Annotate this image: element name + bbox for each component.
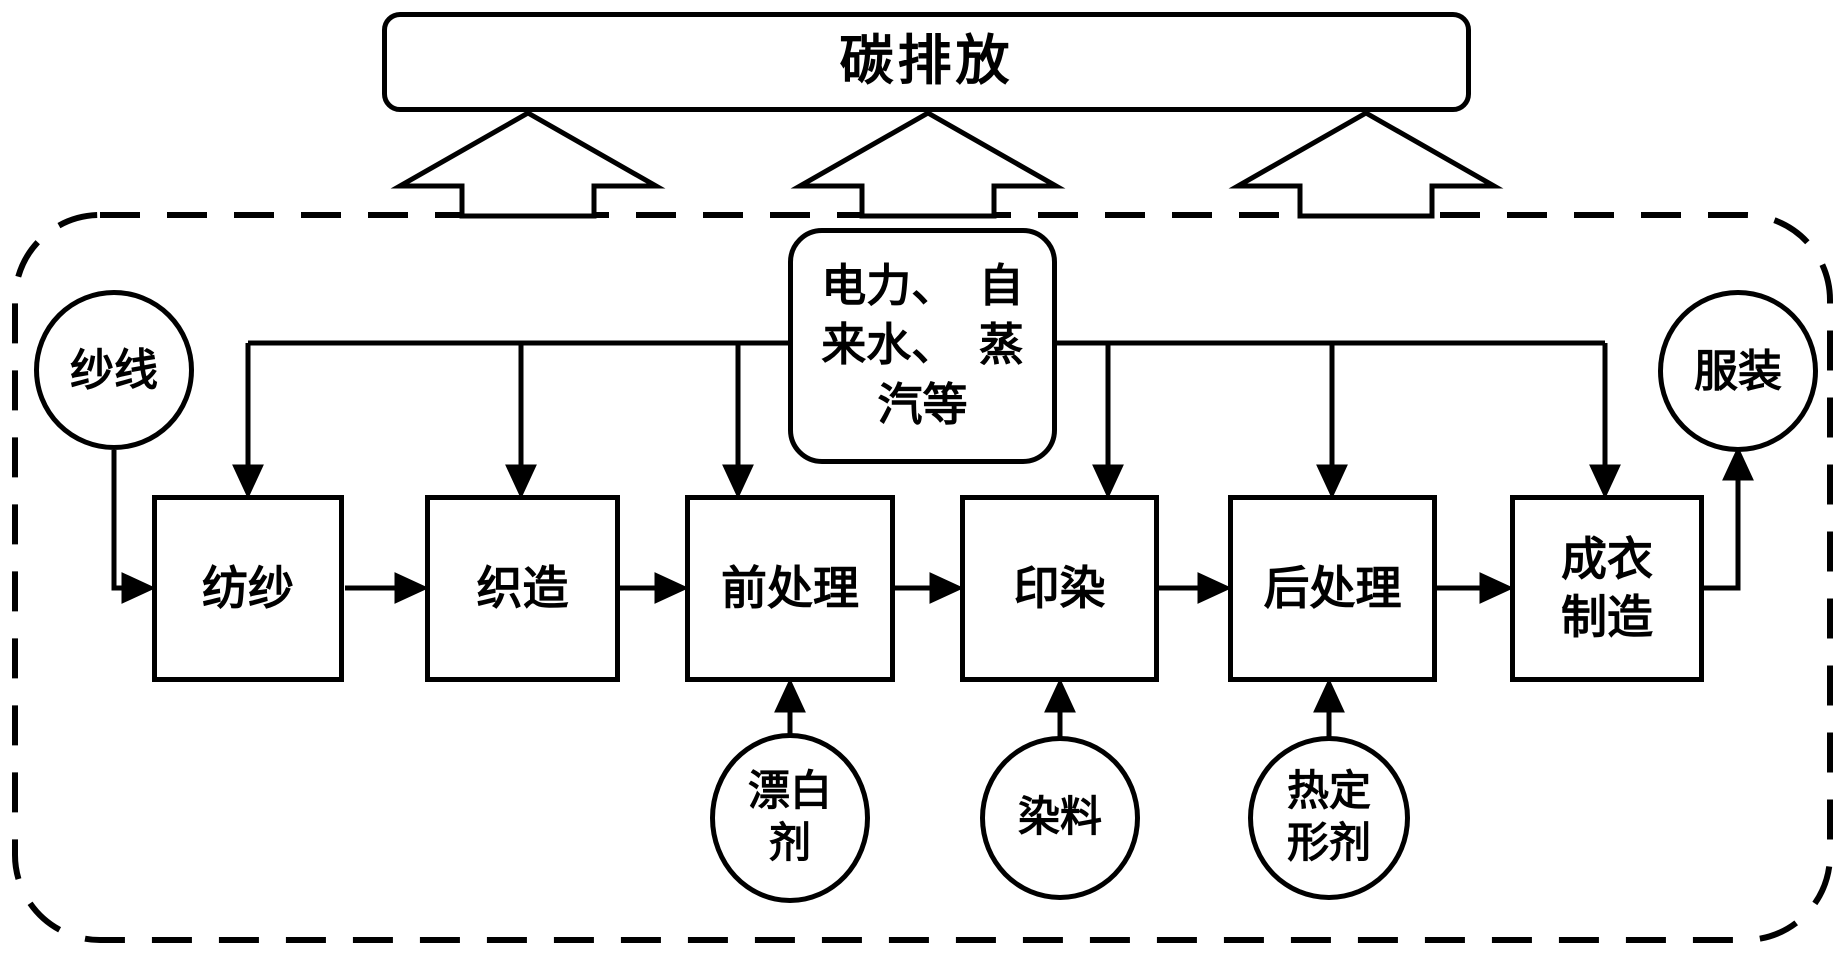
chemical-label: 剂	[768, 821, 811, 867]
process-label: 前处理	[721, 562, 859, 614]
garment-output-arrow	[1703, 446, 1754, 591]
bleach-agent-circle: 漂白 剂	[710, 733, 870, 903]
process-box-spinning: 纺纱	[152, 495, 344, 682]
carbon-emission-label: 碳排放	[839, 31, 1014, 92]
process-box-pretreatment: 前处理	[685, 495, 895, 682]
block-arrow-up-icon	[790, 110, 1066, 219]
dye-circle: 染料	[980, 736, 1140, 900]
process-box-garment-manufacturing: 成衣 制造	[1510, 495, 1704, 682]
process-box-weaving: 织造	[425, 495, 620, 682]
yarn-circle: 纱线	[34, 290, 194, 450]
process-label: 后处理	[1263, 562, 1402, 614]
utilities-line: 电力、 自	[821, 260, 1024, 311]
garment-circle: 服装	[1658, 290, 1818, 452]
yarn-input-arrow	[111, 450, 156, 604]
utilities-line: 来水、 蒸	[821, 320, 1024, 371]
process-flow-arrows	[345, 572, 1514, 604]
chemical-input-arrows	[774, 678, 1345, 738]
process-label: 制造	[1561, 591, 1653, 643]
garment-label: 服装	[1694, 346, 1782, 396]
process-label: 印染	[1013, 562, 1106, 614]
utilities-line: 汽等	[877, 379, 968, 430]
process-box-printing-dyeing: 印染	[960, 495, 1159, 682]
heat-setting-agent-circle: 热定 形剂	[1248, 736, 1410, 900]
utilities-distribution-lines	[232, 340, 1621, 499]
chemical-label: 漂白	[747, 768, 832, 815]
carbon-emission-box: 碳排放	[382, 12, 1471, 112]
chemical-label: 形剂	[1286, 821, 1371, 867]
process-label: 纺纱	[202, 562, 294, 614]
yarn-label: 纱线	[70, 345, 158, 395]
chemical-label: 染料	[1017, 794, 1102, 841]
process-label: 成衣	[1561, 534, 1653, 585]
process-label: 织造	[476, 562, 569, 614]
utilities-box: 电力、 自 来水、 蒸 汽等	[788, 228, 1057, 464]
block-arrow-up-icon	[390, 110, 666, 219]
chemical-label: 热定	[1286, 768, 1371, 815]
block-arrow-up-icon	[1228, 110, 1504, 219]
process-box-posttreatment: 后处理	[1228, 495, 1437, 682]
